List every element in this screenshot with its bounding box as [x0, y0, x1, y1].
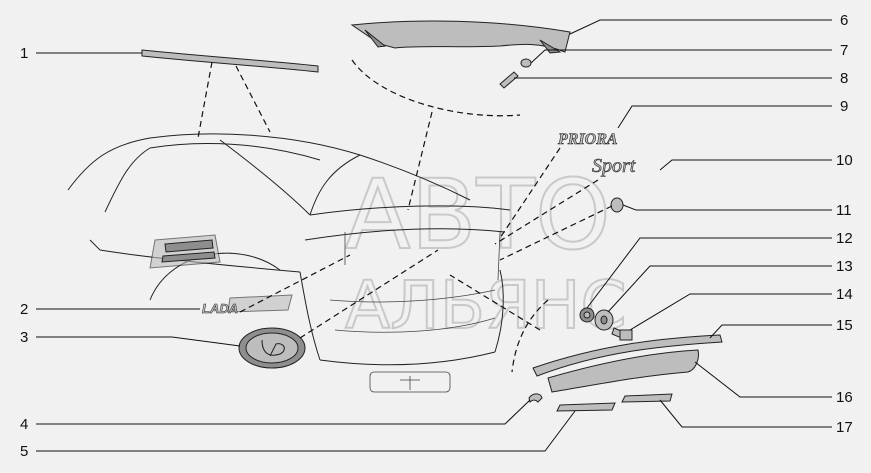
callout-11: 11	[836, 202, 852, 219]
sport-badge-text: Sport	[592, 155, 636, 177]
priora-badge-text: PRIORA	[557, 131, 618, 148]
callout-numbers: 1 2 3 4 5 6 7 8 9 10 11 12 13 14 15 16 1…	[20, 12, 853, 460]
callout-8: 8	[840, 70, 848, 87]
callout-9: 9	[840, 98, 848, 115]
callout-2: 2	[20, 301, 28, 318]
watermark: АВТО АЛЬЯНС	[344, 158, 628, 345]
callout-14: 14	[836, 286, 853, 303]
callout-3: 3	[20, 329, 28, 346]
callout-4: 4	[20, 416, 28, 433]
callout-10: 10	[836, 152, 853, 169]
watermark-line1: АВТО	[345, 159, 611, 271]
leader-lines	[36, 19, 832, 452]
bushing-part	[610, 197, 624, 213]
fasteners-7-8	[499, 58, 532, 89]
clip-part	[528, 393, 543, 403]
roof-molding-part	[141, 49, 319, 73]
assembly-paths	[197, 59, 613, 373]
washers-12-14	[579, 307, 633, 341]
lada-badge-text: LADA	[202, 301, 238, 316]
callout-5: 5	[20, 443, 28, 460]
callout-15: 15	[836, 317, 853, 334]
lada-badge-part: LADA	[202, 301, 239, 317]
trim-strip-left-part	[556, 402, 616, 412]
callout-1: 1	[20, 45, 28, 62]
callout-12: 12	[836, 230, 853, 247]
callout-16: 16	[836, 389, 853, 406]
callout-13: 13	[836, 258, 853, 275]
car-body	[67, 133, 511, 393]
trim-strip-right-part	[621, 393, 673, 403]
callout-17: 17	[836, 419, 853, 436]
emblem-part	[238, 327, 306, 369]
watermark-line2: АЛЬЯНС	[345, 267, 627, 344]
trim-panel-parts	[532, 334, 723, 393]
sport-badge-part: Sport	[592, 155, 636, 178]
rear-spoiler-part	[350, 20, 571, 54]
callout-7: 7	[840, 42, 848, 59]
priora-badge-part: PRIORA	[557, 131, 618, 149]
callout-6: 6	[840, 12, 848, 29]
